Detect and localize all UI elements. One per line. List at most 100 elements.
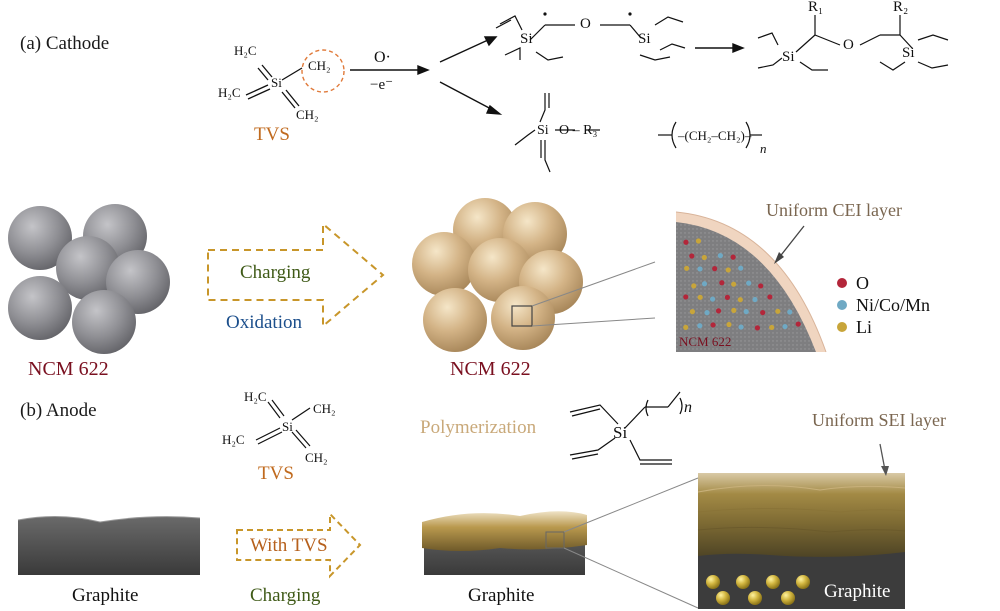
- tvs-label-top: TVS: [254, 124, 290, 145]
- section-a-label: (a) Cathode: [20, 33, 110, 54]
- graphite-before-label: Graphite: [72, 585, 139, 606]
- atom-dot: [697, 323, 703, 329]
- atom-dot: [738, 324, 744, 330]
- cei-inset-label: NCM 622: [679, 334, 732, 349]
- atom-dot: [715, 308, 722, 314]
- charging-arrow: [207, 221, 385, 329]
- atom-dot: [683, 239, 689, 245]
- ch2-right: CH₂: [308, 58, 331, 73]
- atom-dot: [775, 308, 781, 314]
- sei-zoom-line-bottom: [563, 547, 699, 609]
- si-product-left: Si: [782, 49, 795, 65]
- ncm-after-label: NCM 622: [450, 358, 531, 380]
- atom-dot: [712, 266, 718, 272]
- polymer-n: n: [684, 399, 692, 416]
- si-center-b: Si: [282, 419, 293, 434]
- oxidant-label: O·: [374, 49, 391, 66]
- silyl-ether-product: [514, 93, 600, 173]
- ch2-bottom-b: CH₂: [305, 450, 328, 465]
- sei-zoom-line-top: [563, 477, 699, 533]
- atom-dot: [746, 280, 752, 286]
- ncm-gray-cluster: [8, 204, 170, 354]
- atom-dot: [782, 323, 788, 330]
- si-product-right: Si: [902, 45, 915, 61]
- legend-ni-co-mn: Ni/Co/Mn: [856, 295, 931, 315]
- zoom-line-top: [531, 261, 656, 307]
- atom-dot: [743, 309, 749, 315]
- ch2-bottom: CH₂: [296, 107, 319, 122]
- tvs-label-bottom: TVS: [258, 463, 294, 484]
- oxidation-label: Oxidation: [226, 312, 302, 333]
- graphite-block-after: [422, 511, 587, 575]
- h2c-left: H₂C: [218, 85, 241, 100]
- atom-dot: [683, 324, 689, 330]
- tvs-structure-top: [245, 64, 303, 109]
- o-radical: O: [580, 16, 591, 32]
- graphite-after-label: Graphite: [468, 585, 535, 606]
- sei-inset: [697, 473, 906, 609]
- atom-dot: [758, 283, 764, 289]
- atom-dot: [689, 253, 695, 259]
- with-tvs-label: With TVS: [250, 535, 328, 556]
- o-r3-label: O – R₃: [559, 123, 598, 138]
- r1-label: R₁: [808, 0, 824, 15]
- h2c-left-b: H₂C: [222, 432, 245, 447]
- sei-layer-label: Uniform SEI layer: [812, 410, 946, 430]
- atom-dot: [730, 254, 736, 260]
- atom-dot: [701, 281, 708, 287]
- radical-structure: [495, 15, 686, 61]
- atom-dot: [689, 309, 696, 315]
- atom-dot: [731, 307, 737, 313]
- h2c-top-b: H₂C: [244, 389, 267, 404]
- atom-dot: [684, 265, 690, 271]
- atom-dot: [724, 294, 731, 301]
- ch2-right-b: CH₂: [313, 401, 336, 416]
- atom-dot: [731, 281, 737, 287]
- atom-dot: [695, 238, 702, 244]
- atoms: [683, 238, 801, 331]
- atom-dot: [726, 321, 732, 328]
- atom-dot: [704, 310, 710, 316]
- atom-dot: [697, 294, 703, 300]
- ncm-before-label: NCM 622: [28, 358, 109, 380]
- atom-dot: [787, 309, 793, 315]
- ether-product: [757, 15, 949, 71]
- legend-markers: [837, 278, 847, 332]
- atom-dot: [795, 321, 801, 327]
- tvs-structure-bottom: [255, 399, 311, 449]
- atom-dot: [767, 294, 773, 300]
- atom-dot: [760, 309, 766, 316]
- atom-dot: [752, 296, 758, 303]
- o-product: O: [843, 37, 854, 53]
- polyethylene-n: n: [760, 141, 767, 156]
- charging-label-cathode: Charging: [240, 262, 311, 283]
- legend-li: Li: [856, 317, 872, 337]
- highlight-circle: [301, 49, 345, 93]
- reaction-arrows: [350, 36, 745, 115]
- atom-dot: [769, 324, 775, 331]
- atom-dot: [697, 266, 703, 272]
- with-tvs-arrow: [236, 511, 362, 579]
- graphite-block-before: [17, 515, 201, 575]
- atom-dot: [737, 297, 743, 303]
- si-radical-right: Si: [638, 31, 651, 47]
- atom-dot: [710, 322, 716, 328]
- cei-pointer: [777, 225, 805, 260]
- atom-dot: [717, 253, 723, 259]
- zoom-line-bottom: [531, 317, 656, 327]
- electron-loss-label: −e⁻: [370, 77, 394, 93]
- atom-dot: [683, 294, 689, 300]
- atom-dot: [725, 267, 731, 273]
- si-center: Si: [271, 75, 282, 90]
- sei-inset-graphite-label: Graphite: [824, 581, 891, 602]
- atom-dot: [754, 325, 761, 331]
- atom-dot: [691, 283, 697, 289]
- si-polymer: Si: [613, 423, 628, 442]
- section-b-label: (b) Anode: [20, 400, 97, 421]
- legend-o: O: [856, 273, 869, 293]
- si-ether: Si: [537, 123, 549, 138]
- ncm-coated-cluster: [412, 198, 583, 352]
- atom-dot: [701, 254, 707, 261]
